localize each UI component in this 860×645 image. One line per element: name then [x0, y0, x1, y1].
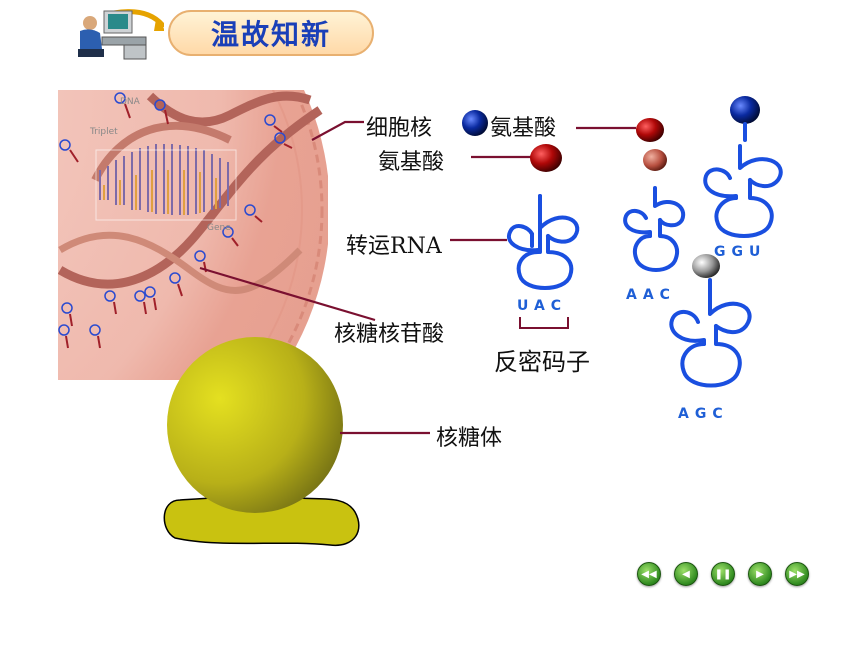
- nucleus-image: DNA Triplet Gene: [58, 90, 328, 380]
- page-title: 温故知新: [210, 18, 331, 51]
- next-icon: ▶: [756, 568, 764, 580]
- trna-1: [506, 194, 580, 290]
- codon-trna-4: AGC: [678, 406, 729, 422]
- pause-button[interactable]: ❚❚: [711, 562, 735, 586]
- ribosome-label: 核糖体: [436, 426, 503, 451]
- prev-icon: ◀: [682, 568, 690, 580]
- ribosome-shape: [163, 337, 360, 547]
- amino-acid-label-2: 氨基酸: [378, 150, 445, 175]
- gene-label: Gene: [207, 223, 231, 233]
- triplet-label: Triplet: [89, 127, 118, 137]
- codon-trna-2: AAC: [626, 287, 676, 303]
- trna-label: 转运RNA: [346, 234, 442, 259]
- codon-trna-1: UAC: [517, 298, 568, 314]
- rewind-icon: ◀◀: [641, 568, 657, 580]
- title-pill: 温故知新: [168, 10, 374, 56]
- first-slide-button[interactable]: ◀◀: [637, 562, 661, 586]
- codon-trna-3: GGU: [714, 244, 767, 260]
- amino-acid-label-1: 氨基酸: [490, 116, 557, 141]
- fast-forward-icon: ▶▶: [789, 568, 805, 580]
- next-slide-button[interactable]: ▶: [748, 562, 772, 586]
- anticodon-label: 反密码子: [494, 348, 590, 376]
- trna-2: [623, 186, 686, 272]
- computer-user-icon: [74, 5, 166, 60]
- dna-label: DNA: [120, 97, 141, 107]
- ribonucleotide-label: 核糖核苷酸: [334, 322, 445, 347]
- prev-slide-button[interactable]: ◀: [674, 562, 698, 586]
- trna-3: [703, 122, 783, 238]
- last-slide-button[interactable]: ▶▶: [785, 562, 809, 586]
- trna-4: [669, 278, 752, 388]
- pause-icon: ❚❚: [714, 568, 732, 580]
- nucleus-label: 细胞核: [366, 116, 433, 141]
